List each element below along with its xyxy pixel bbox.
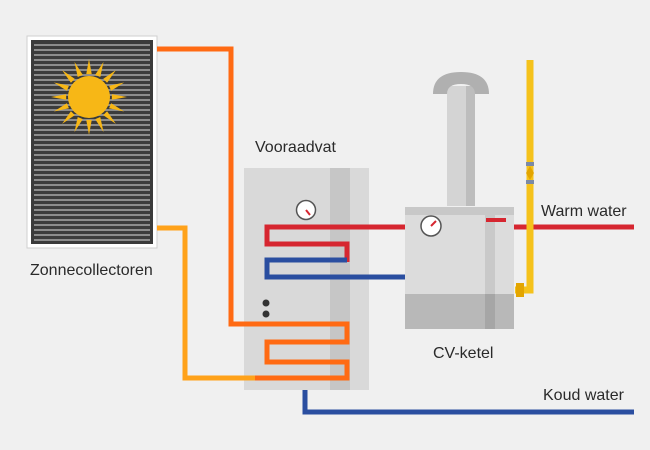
collector-stripe [34,54,150,56]
heating-return-pipe [264,257,405,280]
solar-collectors-label: Zonnecollectoren [30,262,153,279]
sun-icon [51,59,127,135]
collector-stripe [34,74,150,76]
collector-stripe [34,119,150,121]
sun-ray [109,82,125,91]
temperature-gauge-icon [420,215,442,237]
collector-stripe [34,129,150,131]
sun-ray [74,117,83,133]
sun-ray [86,59,92,75]
sun-ray [62,70,75,83]
collector-stripe [34,204,150,206]
collector-stripe [34,184,150,186]
collector-stripe [34,44,150,46]
collector-stripe [34,234,150,236]
collector-stripe [34,144,150,146]
collector-stripe [34,49,150,51]
collector-stripe [34,164,150,166]
collector-stripe [34,139,150,141]
sun-ray [109,103,125,112]
collector-stripe [34,69,150,71]
temperature-gauge-icon [295,199,317,221]
collector-stripe [34,219,150,221]
sun-ray [53,82,69,91]
collector-stripe [34,214,150,216]
sun-ray [53,103,69,112]
collector-stripe [34,224,150,226]
collector-stripe [34,194,150,196]
sun-ray [51,94,67,100]
solar-collector-panel [26,35,158,249]
solar-return-pipe [157,225,255,381]
cold-water-label: Koud water [543,387,624,404]
heating-supply-pipe [264,224,405,262]
sun-ray [111,94,127,100]
collector-stripe [34,179,150,181]
sun-ray [95,117,104,133]
collector-stripe [34,239,150,241]
collector-stripe [34,59,150,61]
sun-ray [95,61,104,77]
collector-stripe [34,154,150,156]
sun-ray [62,111,75,124]
collector-stripe [34,169,150,171]
sun-ray [74,61,83,77]
collector-stripe [34,134,150,136]
warm-water-label: Warm water [541,203,627,220]
cold-water-pipe [302,390,634,415]
boiler-flue [433,72,489,206]
sun-ray [103,111,116,124]
collector-stripe [34,159,150,161]
pipes [157,46,634,415]
boiler-label: CV-ketel [433,345,494,362]
collector-stripe [34,174,150,176]
sun-ray [86,119,92,135]
collector-stripe [34,209,150,211]
collector-stripe [34,149,150,151]
collector-stripe [34,64,150,66]
storage-tank-label: Vooraadvat [255,139,336,156]
collector-stripe [34,199,150,201]
collector-stripe [34,189,150,191]
collector-stripe [34,229,150,231]
collector-stripe [34,124,150,126]
gas-valve-icon [516,162,534,297]
sun-ray [103,70,116,83]
